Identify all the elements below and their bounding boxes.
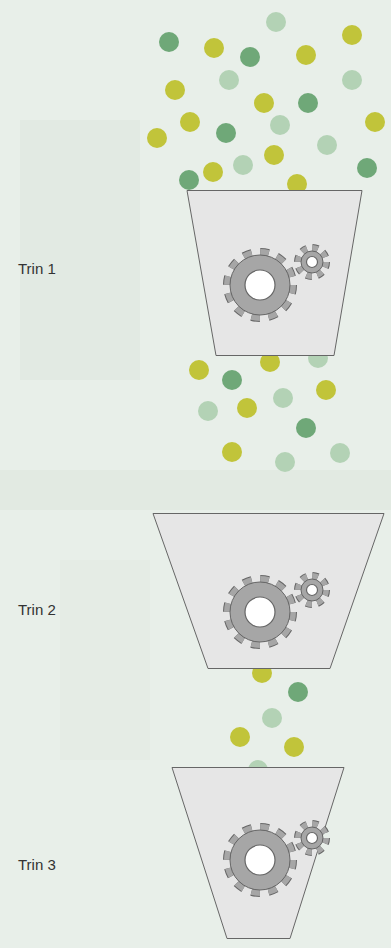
funnel-shape xyxy=(0,767,391,939)
funnel-stage: Trin 3 xyxy=(0,767,391,939)
gear-icon xyxy=(298,824,326,852)
stage-label: Trin 2 xyxy=(18,601,56,618)
funnel-stage: Trin 1 xyxy=(0,190,391,356)
stage-label-wrap: Trin 2 xyxy=(18,601,56,619)
gear-icon xyxy=(227,579,293,645)
gear-icon xyxy=(298,248,326,276)
stage-label: Trin 3 xyxy=(18,856,56,873)
gear-icon xyxy=(298,576,326,604)
stage-label-wrap: Trin 3 xyxy=(18,856,56,874)
funnel-stage: Trin 2 xyxy=(0,513,391,669)
stage-label: Trin 1 xyxy=(18,260,56,277)
gear-icon xyxy=(227,827,293,893)
funnel-shape xyxy=(0,513,391,669)
funnel-shape xyxy=(0,190,391,356)
stage-label-wrap: Trin 1 xyxy=(18,260,56,278)
gear-icon xyxy=(227,252,293,318)
